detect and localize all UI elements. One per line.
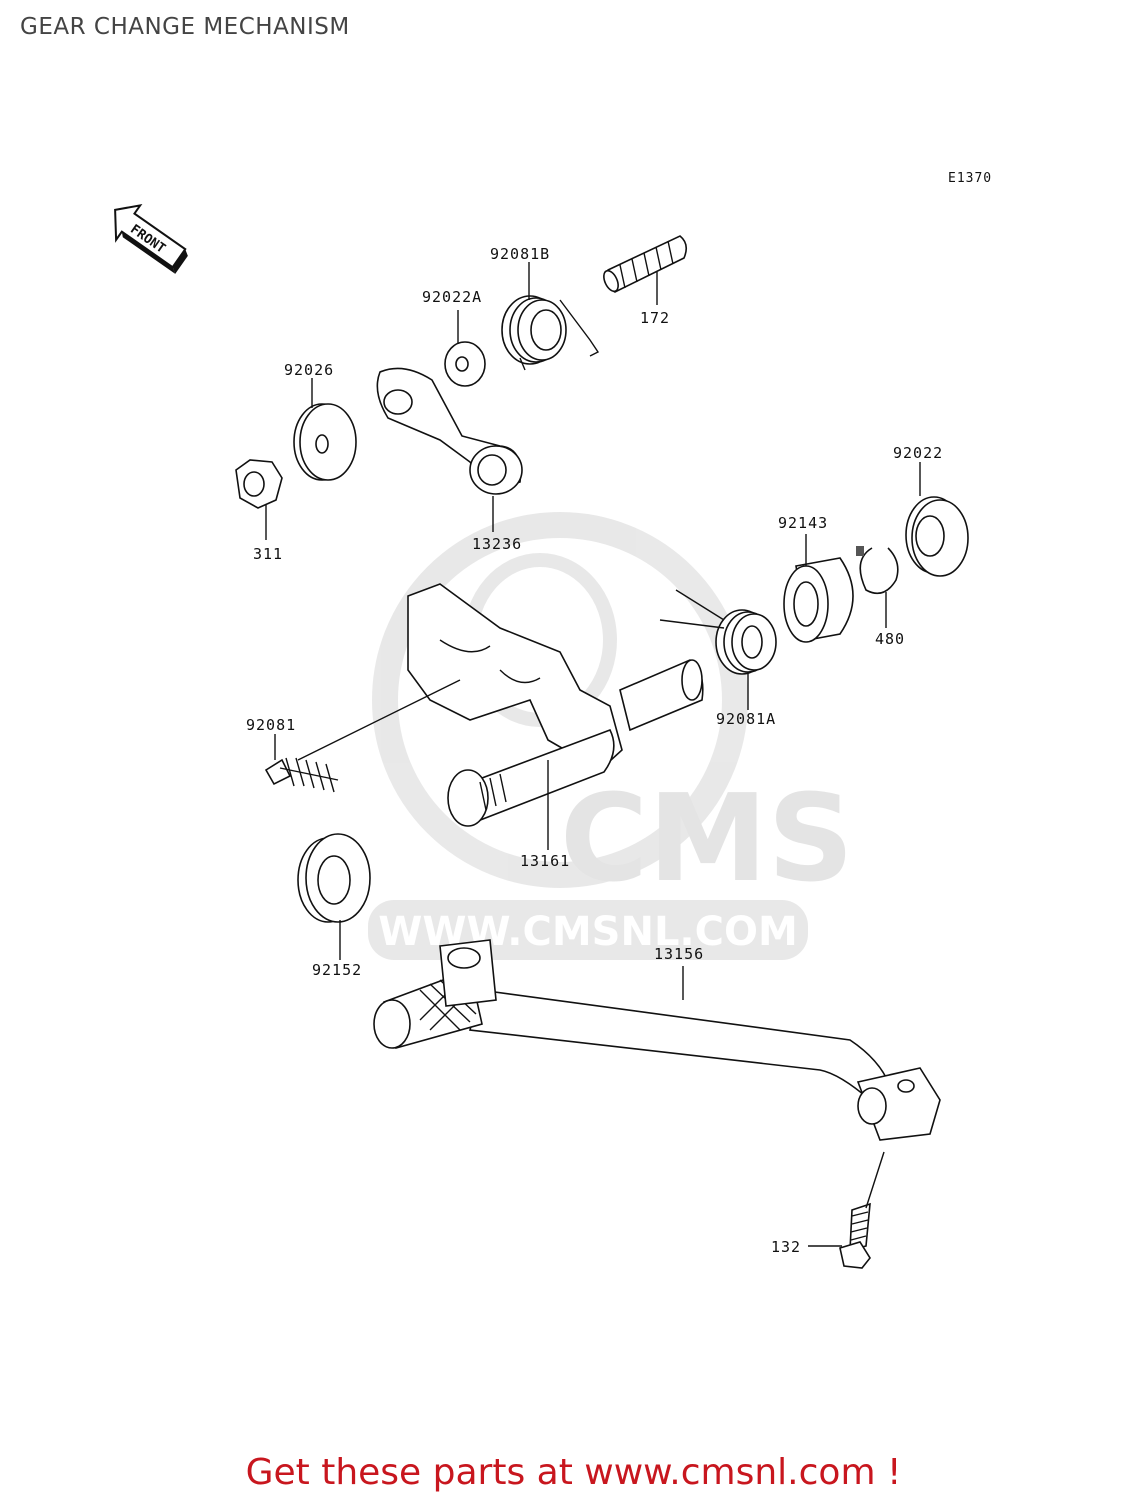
page-title: GEAR CHANGE MECHANISM (20, 14, 350, 40)
watermark-logo: CMS (560, 770, 854, 909)
collar-icon (783, 557, 854, 643)
part-label-480: 480 (875, 630, 905, 648)
part-label-13236: 13236 (472, 535, 522, 553)
shift-pedal-icon (373, 939, 941, 1141)
shift-shaft-icon (407, 583, 704, 827)
compression-spring-icon (264, 757, 339, 793)
washer-icon (905, 496, 969, 577)
part-label-92081A: 92081A (716, 710, 776, 728)
footer-link[interactable]: Get these parts at www.cmsnl.com ! (245, 1452, 902, 1493)
shift-pin-icon (603, 235, 688, 293)
oil-seal-icon (297, 833, 371, 923)
torsion-spring-icon (501, 295, 600, 371)
front-arrow-icon: FRONT (114, 204, 188, 274)
diagram-id: E1370 (948, 171, 993, 186)
part-label-92026: 92026 (284, 361, 334, 379)
part-label-132: 132 (771, 1238, 801, 1256)
shift-lever-arm-icon (376, 367, 523, 495)
part-label-92081B: 92081B (490, 245, 550, 263)
washer-icon (293, 403, 357, 481)
circlip-icon (856, 546, 899, 595)
part-label-92143: 92143 (778, 514, 828, 532)
part-label-92022A: 92022A (422, 288, 482, 306)
part-label-13156: 13156 (654, 945, 704, 963)
part-label-92152: 92152 (312, 961, 362, 979)
bolt-icon (839, 1202, 871, 1269)
part-label-311: 311 (253, 545, 283, 563)
hex-nut-icon (235, 459, 283, 509)
part-label-92022: 92022 (893, 444, 943, 462)
part-label-92081: 92081 (246, 716, 296, 734)
part-label-172: 172 (640, 309, 670, 327)
parts-diagram: CMS WWW.CMSNL.COM FRONT (114, 204, 969, 1269)
torsion-spring-icon (659, 589, 777, 675)
washer-icon (444, 341, 486, 387)
part-label-13161: 13161 (520, 852, 570, 870)
